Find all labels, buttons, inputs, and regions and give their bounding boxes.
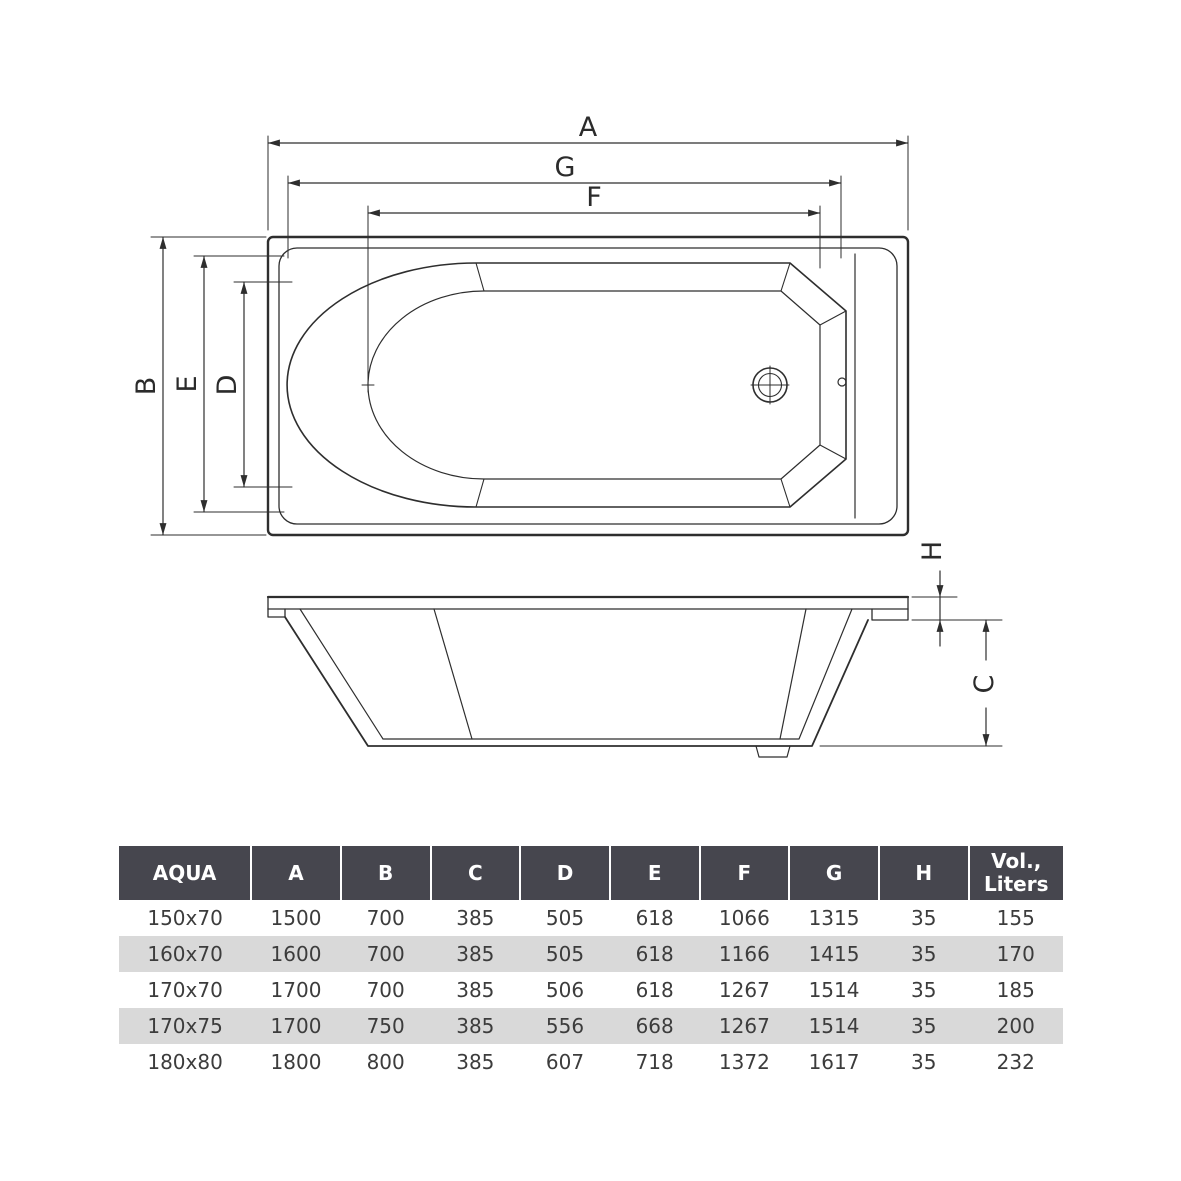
value-cell: 1617 [808,1050,860,1074]
dim-label-b: B [131,377,162,396]
top-view-dimensions: A G F B E D [131,112,909,536]
dim-label-f: F [586,182,602,213]
value-cell: 185 [996,978,1035,1002]
value-cell: 718 [635,1050,674,1074]
drain-icon [750,365,790,405]
value-cell: 700 [366,978,405,1002]
dim-label-e: E [172,375,203,392]
value-cell: 35 [910,978,937,1002]
value-cell: 700 [366,906,405,930]
bathtub-technical-drawing: A G F B E D [131,112,1003,758]
value-cell: 700 [340,936,431,972]
value-cell: 1600 [251,936,341,972]
value-cell: 1372 [718,1050,770,1074]
dimension-lines-top [159,139,909,536]
extension-lines-top [150,135,909,536]
column-header-e: E [608,846,700,900]
value-cell: 1415 [789,936,879,972]
value-cell: 556 [520,1008,610,1044]
dimension-lines-side [936,570,990,747]
column-header-vol: Vol., Liters [967,846,1063,900]
value-cell: 1315 [808,906,860,930]
value-cell: 155 [996,906,1035,930]
column-header-a: A [250,846,341,900]
value-cell: 1514 [808,978,860,1002]
column-header-c: C [429,846,521,900]
side-view-dimensions: H C [819,541,1003,747]
value-cell: 800 [366,1050,405,1074]
value-cell: 668 [609,1008,700,1044]
top-view [266,235,910,537]
tub-outer-rim [266,235,910,537]
dim-label-c: C [969,675,1000,694]
shell-inner-lines [299,608,853,740]
table-row: 150x70 1500 700 385 505 618 1066 1315 35 155 [119,900,1063,936]
value-cell: 200 [968,1008,1063,1044]
basin-outer-edge [286,262,847,508]
value-cell: 1800 [270,1050,322,1074]
dim-label-a: A [579,112,598,143]
value-cell: 618 [635,906,674,930]
value-cell: 506 [545,978,585,1002]
value-cell: 385 [430,936,521,972]
column-header-g: G [788,846,879,900]
value-cell: 35 [878,936,969,972]
value-cell: 385 [456,978,495,1002]
value-cell: 385 [430,1008,521,1044]
value-cell: 618 [609,936,700,972]
tub-inner-rim [278,247,898,525]
column-header-h: H [877,846,969,900]
overflow-icon [837,377,847,387]
basin-inner-edge [367,290,821,480]
model-size-cell: 170x75 [119,1008,252,1044]
drain-outlet-side [755,745,791,758]
value-cell: 505 [520,936,610,972]
flange-detail-lines [267,596,909,621]
value-cell: 35 [910,1050,937,1074]
value-cell: 385 [456,906,495,930]
value-cell: 1267 [699,1008,790,1044]
value-cell: 607 [545,1050,585,1074]
value-cell: 1066 [718,906,770,930]
table-row: 180x80 1800 800 385 607 718 1372 1617 35 232 [119,1044,1063,1080]
value-cell: 1166 [699,936,790,972]
value-cell: 232 [996,1050,1035,1074]
value-cell: 1500 [270,906,322,930]
table-row: 170x70 1700 700 385 506 618 1267 1514 35 185 [119,972,1063,1008]
model-size-cell: 180x80 [147,1050,223,1074]
value-cell: 618 [635,978,674,1002]
basin-corner-lines [475,262,847,508]
dim-label-d: D [212,375,243,396]
column-header-f: F [698,846,790,900]
model-size-cell: 170x70 [147,978,223,1002]
column-header-d: D [519,846,610,900]
value-cell: 1267 [718,978,770,1002]
value-cell: 505 [545,906,585,930]
dim-label-h: H [917,541,948,561]
value-cell: 750 [340,1008,431,1044]
value-cell: 35 [910,906,937,930]
column-header-aqua: AQUA [119,846,252,900]
value-cell: 1514 [789,1008,879,1044]
value-cell: 1700 [270,978,322,1002]
side-view [266,595,910,758]
model-size-cell: 160x70 [119,936,252,972]
model-size-cell: 150x70 [147,906,223,930]
value-cell: 1700 [251,1008,341,1044]
value-cell: 385 [456,1050,495,1074]
value-cell: 35 [878,1008,969,1044]
value-cell: 170 [968,936,1063,972]
dim-label-g: G [555,152,576,183]
column-header-b: B [339,846,431,900]
shell-outer-profile [284,616,869,747]
